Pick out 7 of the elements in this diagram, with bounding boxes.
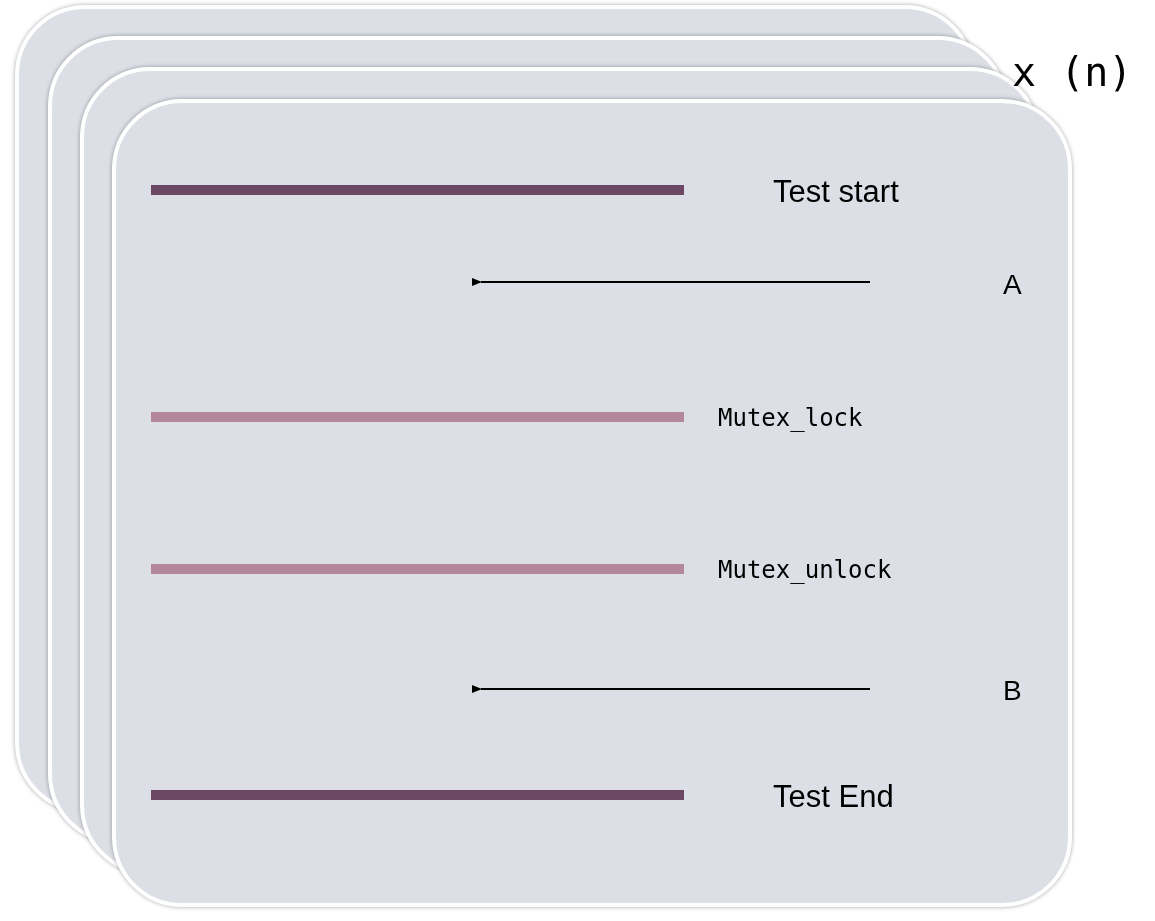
step-label: Test start bbox=[773, 176, 899, 207]
step-label: Mutex_unlock bbox=[718, 558, 892, 582]
repeat-count: x (n) bbox=[1012, 52, 1133, 92]
step-label: Test End bbox=[773, 781, 894, 812]
marker-label: A bbox=[1003, 271, 1022, 299]
marker-label: B bbox=[1003, 677, 1022, 705]
step-label: Mutex_lock bbox=[718, 406, 863, 430]
